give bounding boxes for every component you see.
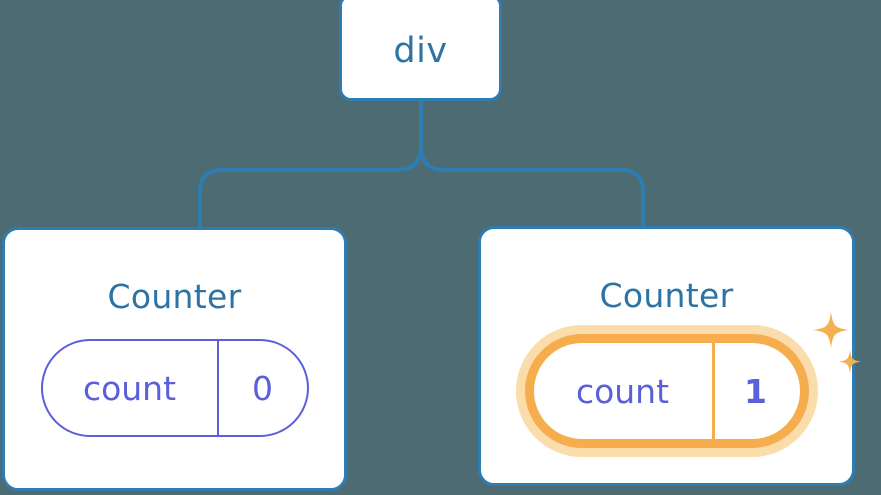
state-key-cell-right: count: [534, 343, 715, 439]
sparkle-large-icon: [812, 312, 849, 348]
state-value-label-left: 0: [252, 368, 273, 408]
state-pill-left[interactable]: count 0: [40, 339, 309, 437]
state-key-label-left: count: [82, 368, 177, 408]
state-value-label-right: 1: [744, 371, 767, 411]
node-counter-left[interactable]: Counter count 0: [2, 227, 347, 491]
node-div[interactable]: div: [339, 0, 502, 101]
node-counter-right-label: Counter: [599, 276, 734, 315]
state-value-cell-right: 1: [715, 343, 797, 439]
edge-root-to-right: [419, 99, 645, 231]
state-value-cell-left: 0: [219, 341, 307, 435]
state-pill-right-wrap: count 1: [524, 312, 861, 448]
state-pill-right[interactable]: count 1: [524, 334, 809, 448]
node-counter-right[interactable]: Counter count 1: [478, 226, 861, 486]
state-pill-left-wrap: count 0: [40, 339, 309, 437]
state-key-cell-left: count: [43, 341, 219, 435]
node-counter-left-label: Counter: [107, 277, 242, 316]
edge-root-to-left: [198, 99, 423, 231]
node-div-label: div: [393, 31, 448, 71]
state-key-label-right: count: [575, 371, 670, 411]
